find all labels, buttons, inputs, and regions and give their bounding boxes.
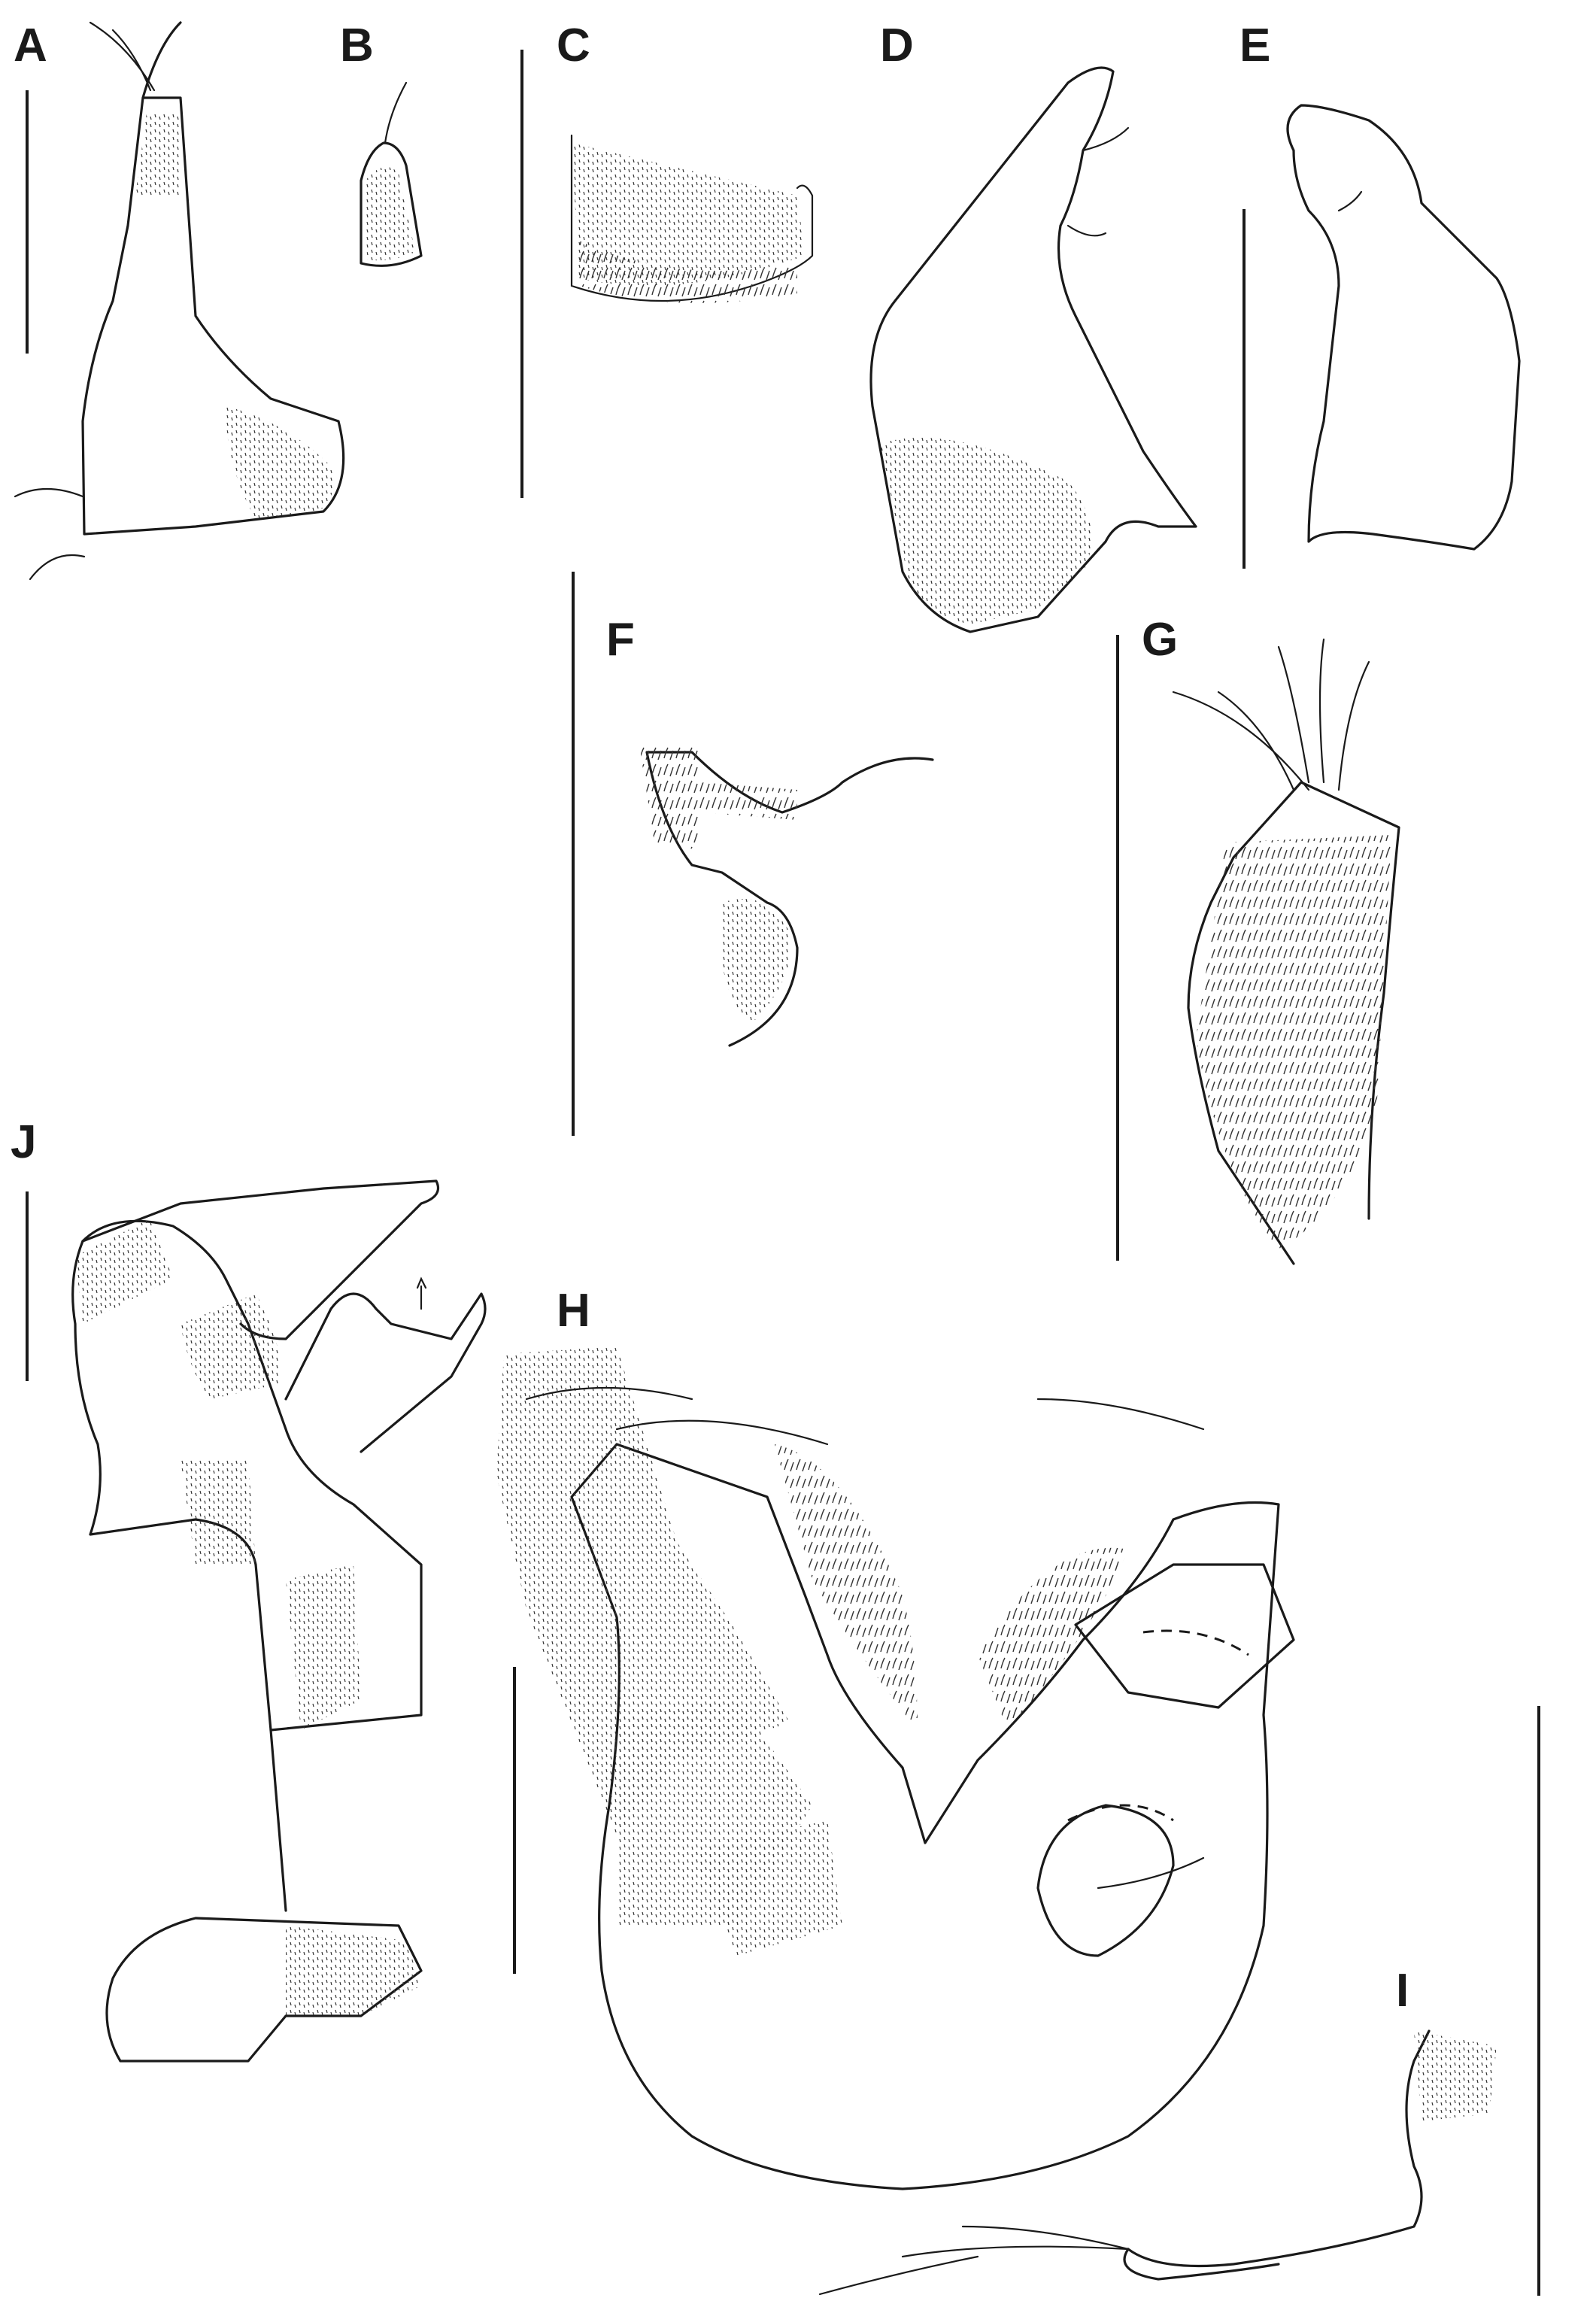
panel-f-drawing bbox=[639, 745, 934, 1047]
panel-j-drawing bbox=[71, 1179, 487, 2063]
panel-e-drawing bbox=[1286, 104, 1521, 551]
panel-c-drawing bbox=[570, 134, 814, 303]
panel-h-drawing bbox=[496, 1346, 1295, 2190]
panel-label-f: F bbox=[606, 614, 635, 666]
panel-d-drawing bbox=[869, 66, 1197, 633]
panel-label-i: I bbox=[1396, 1965, 1409, 2017]
panel-label-h: H bbox=[557, 1285, 590, 1337]
panel-label-b: B bbox=[340, 20, 374, 71]
panel-label-c: C bbox=[557, 20, 590, 71]
panel-label-a: A bbox=[14, 20, 47, 71]
panel-label-j: J bbox=[11, 1116, 37, 1168]
panel-g-drawing bbox=[1172, 638, 1400, 1265]
panel-label-e: E bbox=[1239, 20, 1271, 71]
panel-label-g: G bbox=[1142, 614, 1179, 666]
scale-bars bbox=[26, 50, 1540, 2296]
panel-i-drawing bbox=[818, 2029, 1497, 2296]
panel-b-drawing bbox=[360, 81, 423, 267]
panel-a-drawing bbox=[14, 21, 345, 581]
panel-label-d: D bbox=[880, 20, 914, 71]
